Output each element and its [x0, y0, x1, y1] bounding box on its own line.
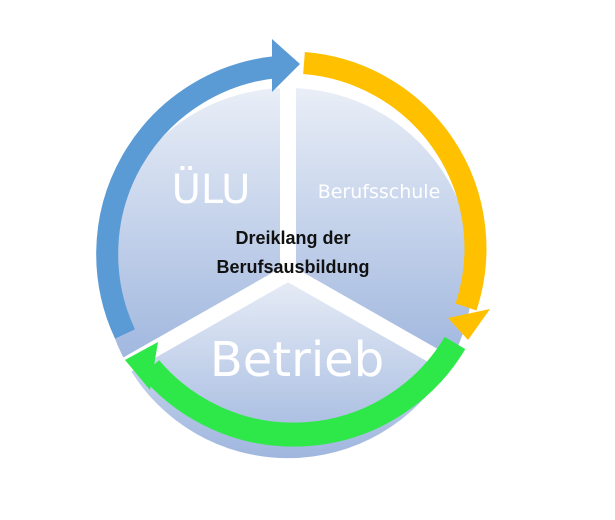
arrow-uelu [96, 39, 300, 339]
center-title-line2: Berufsausbildung [216, 257, 369, 277]
arrow-betrieb [125, 336, 466, 447]
segment-label-uelu: ÜLU [172, 165, 251, 213]
arrow-berufsschule [303, 52, 490, 340]
center-title-line1: Dreiklang der [235, 228, 350, 248]
segment-label-betrieb: Betrieb [210, 332, 384, 388]
segment-label-berufsschule: Berufsschule [318, 181, 441, 203]
